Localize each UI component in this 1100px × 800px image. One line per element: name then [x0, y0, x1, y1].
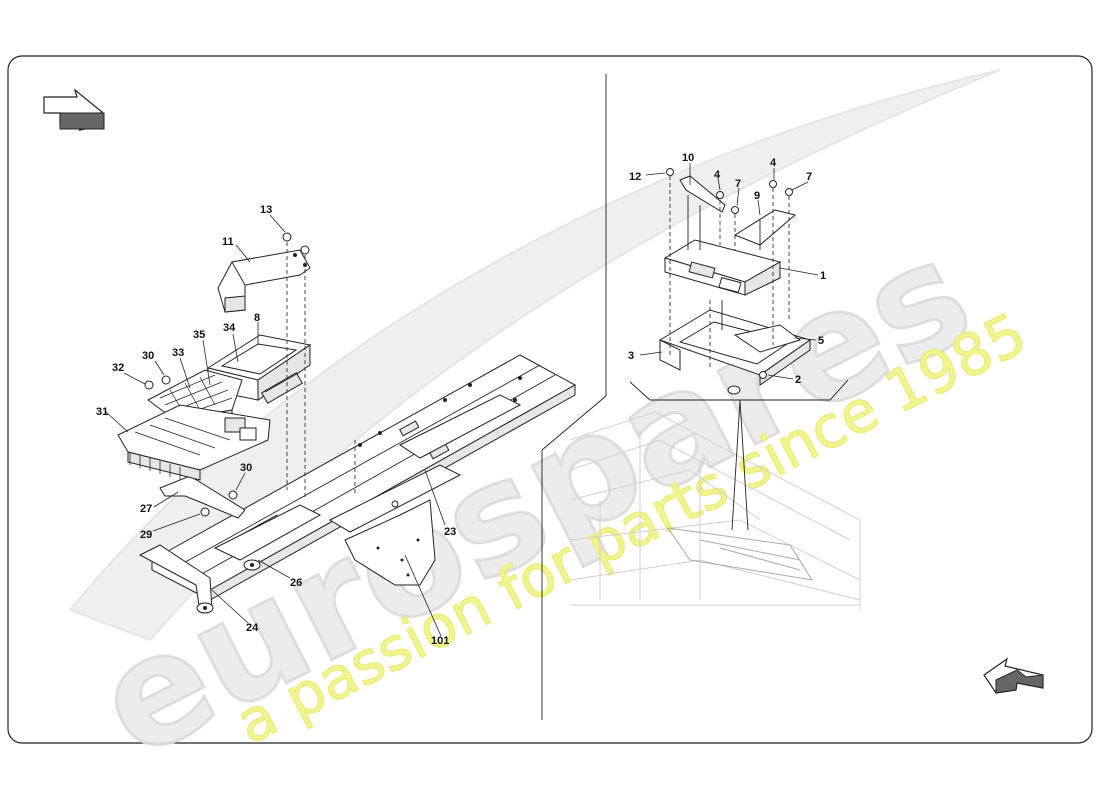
callout-101: 101 [431, 635, 449, 647]
control-unit-1 [663, 239, 782, 296]
bracket-24 [138, 544, 214, 614]
callout-31: 31 [96, 406, 108, 418]
bolt-12 [666, 168, 674, 176]
bolt-2 [759, 371, 767, 379]
callout-2: 2 [795, 374, 801, 386]
bolt-7b [785, 188, 793, 196]
callout-4-right: 4 [770, 157, 777, 169]
callout-10: 10 [682, 152, 694, 164]
callout-11: 11 [222, 236, 234, 248]
callout-27: 27 [140, 503, 152, 515]
callout-4-left: 4 [714, 169, 721, 181]
plate-101 [344, 499, 436, 586]
callout-numbers: 13 11 34 8 35 30 33 32 31 30 27 29 26 24… [96, 152, 826, 647]
bolt-30b [228, 490, 238, 500]
vehicle-frame-ghost [569, 411, 861, 610]
callout-30-upper: 30 [142, 350, 154, 362]
callout-13: 13 [260, 204, 272, 216]
callout-34: 34 [223, 322, 236, 334]
view-divider [541, 74, 607, 720]
bolt-7a [731, 206, 739, 214]
bolt-29 [200, 507, 210, 517]
callout-23: 23 [444, 526, 456, 538]
callout-7-left: 7 [735, 178, 741, 190]
callout-1: 1 [820, 270, 826, 282]
callout-24: 24 [246, 622, 259, 634]
callout-30-lower: 30 [240, 462, 252, 474]
callout-26: 26 [290, 577, 302, 589]
plate-23 [328, 394, 522, 533]
callout-32: 32 [112, 362, 124, 374]
bolt-32 [144, 380, 154, 390]
leader-lines [105, 163, 819, 637]
bracket-10 [679, 175, 726, 250]
callout-9: 9 [754, 190, 760, 202]
bracket-26 [213, 504, 322, 571]
bolt-30 [161, 375, 171, 385]
callout-12: 12 [629, 171, 641, 183]
watermark-swoosh [68, 69, 1001, 642]
direction-arrow-icon-left [43, 88, 105, 132]
bracket-27 [159, 475, 246, 519]
callout-7-right: 7 [806, 171, 812, 183]
bolt-4a [716, 191, 724, 199]
callout-33: 33 [172, 347, 184, 359]
callout-8: 8 [254, 312, 260, 324]
direction-arrow-icon-right [983, 657, 1044, 694]
bracket-9 [733, 209, 797, 250]
bracket-5 [721, 300, 802, 353]
bolt-13 [282, 232, 310, 255]
fuse-box-31 [117, 404, 271, 481]
callout-29: 29 [140, 529, 152, 541]
callout-3: 3 [628, 350, 634, 362]
callout-35: 35 [193, 329, 205, 341]
bolt-4b [769, 180, 777, 188]
callout-5: 5 [818, 335, 824, 347]
